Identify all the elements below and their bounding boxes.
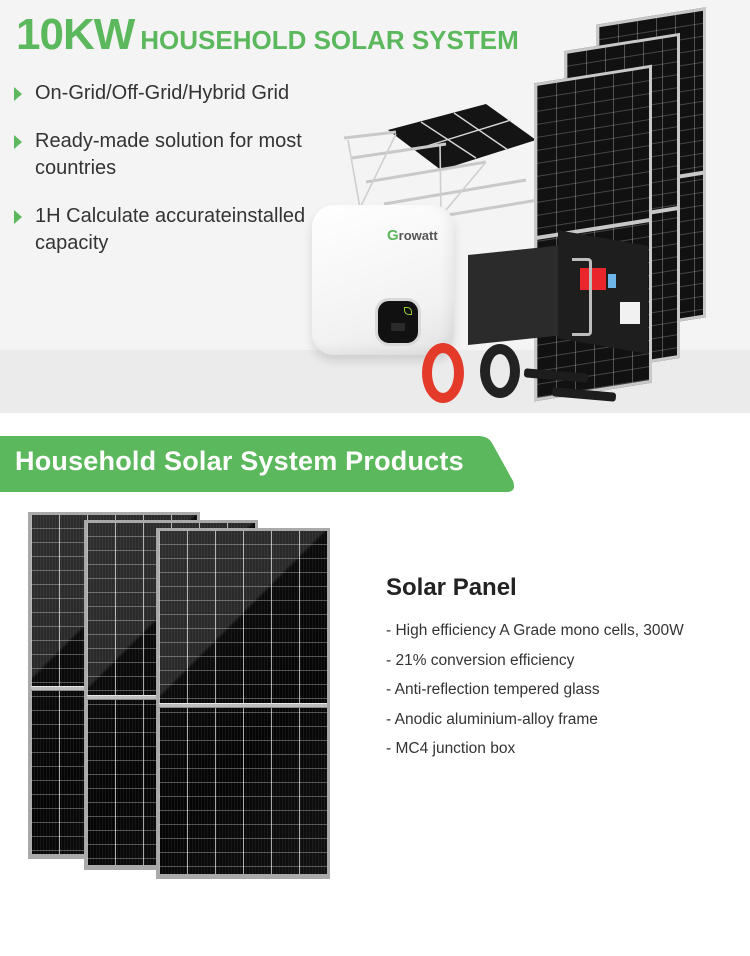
inverter-image: Growatt [312,205,454,355]
section-banner: Household Solar System Products [0,436,516,492]
inverter-screen [391,323,405,331]
mounting-rack-icon [343,104,563,224]
spec-item: - 21% conversion efficiency [386,651,575,669]
triangle-right-icon [14,135,22,149]
feature-text-cont: countries [35,157,117,179]
battery-terminal-red [580,268,606,290]
triangle-right-icon [14,210,22,224]
product-info: Solar Panel - High efficiency A Grade mo… [386,574,746,764]
solar-panel-product-image [28,510,338,882]
hero-title-power: 10KW [16,10,135,59]
battery-image [468,230,648,354]
feature-text: 1H Calculate accurateinstalled [35,205,306,227]
feature-item: On-Grid/Off-Grid/Hybrid Grid [14,80,334,107]
battery-breaker [620,302,640,324]
feature-list: On-Grid/Off-Grid/Hybrid Grid Ready-made … [14,80,334,278]
black-cable-coil-image [480,344,520,398]
product-title: Solar Panel [386,574,517,601]
triangle-right-icon [14,87,22,101]
feature-text: Ready-made solution for most [35,130,302,152]
battery-handle [572,258,592,336]
mounting-rack-image [336,100,566,230]
feature-item: Ready-made solution for most countries [14,128,334,182]
feature-text-cont: capacity [35,232,109,254]
leaf-icon [404,307,412,315]
spec-item: - Anti-reflection tempered glass [386,681,600,698]
solar-panel-image [156,528,330,879]
banner-shape [0,436,515,492]
feature-item: 1H Calculate accurateinstalled capacity [14,203,334,257]
spec-item: - Anodic aluminium-alloy frame [386,710,598,728]
inverter-brand-logo: Growatt [387,227,438,244]
red-cable-coil-image [422,343,464,403]
spec-item: - MC4 junction box [386,740,516,757]
hero-title-text: HOUSEHOLD SOLAR SYSTEM [140,25,519,55]
spec-item: - High efficiency A Grade mono cells, 30… [386,622,684,639]
feature-text: On-Grid/Off-Grid/Hybrid Grid [35,82,290,104]
section-title: Household Solar System Products [15,446,464,476]
inverter-display [375,298,421,346]
